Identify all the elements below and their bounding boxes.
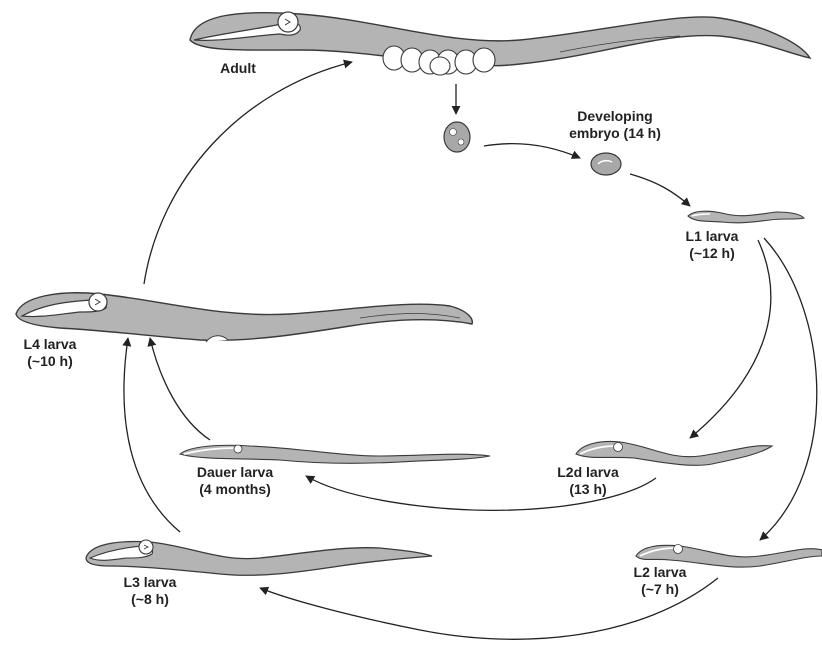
adult-worm (190, 12, 810, 75)
arrow-egg-to-embryo (484, 144, 580, 158)
label-l2d-line1: L2d larva (546, 464, 630, 481)
dauer-worm (180, 445, 490, 463)
label-dauer-line2: (4 months) (180, 481, 290, 498)
arrow-l3-to-l4 (124, 338, 180, 532)
label-l3-line1: L3 larva (110, 574, 190, 591)
embryo (591, 153, 621, 175)
label-l4: L4 larva (~10 h) (10, 336, 90, 370)
label-dauer: Dauer larva (4 months) (180, 464, 290, 498)
l4-worm (16, 293, 472, 342)
arrow-embryo-to-l1 (630, 174, 690, 206)
arrow-dauer-to-l4 (150, 338, 210, 440)
label-embryo-line2: embryo (14 h) (550, 125, 680, 142)
label-adult-line1: Adult (208, 60, 268, 77)
label-l2-line2: (~7 h) (622, 581, 698, 598)
arrow-l1-to-l2d (690, 240, 771, 438)
label-embryo: Developing embryo (14 h) (550, 108, 680, 142)
label-l2: L2 larva (~7 h) (622, 564, 698, 598)
label-dauer-line1: Dauer larva (180, 464, 290, 481)
label-l4-line1: L4 larva (10, 336, 90, 353)
label-l2-line1: L2 larva (622, 564, 698, 581)
label-l3: L3 larva (~8 h) (110, 574, 190, 608)
label-l2d: L2d larva (13 h) (546, 464, 630, 498)
label-l4-line2: (~10 h) (10, 353, 90, 370)
label-adult: Adult (208, 60, 268, 77)
l1-worm (688, 211, 804, 223)
arrow-l4-to-adult (144, 62, 352, 284)
label-embryo-line1: Developing (550, 108, 680, 125)
arrow-l1-to-l2 (760, 238, 817, 540)
l3-worm (86, 540, 432, 575)
label-l1: L1 larva (~12 h) (672, 228, 752, 262)
l2d-worm (576, 442, 772, 466)
label-l2d-line2: (13 h) (546, 481, 630, 498)
egg (444, 122, 470, 152)
label-l3-line2: (~8 h) (110, 591, 190, 608)
label-l1-line1: L1 larva (672, 228, 752, 245)
label-l1-line2: (~12 h) (672, 245, 752, 262)
